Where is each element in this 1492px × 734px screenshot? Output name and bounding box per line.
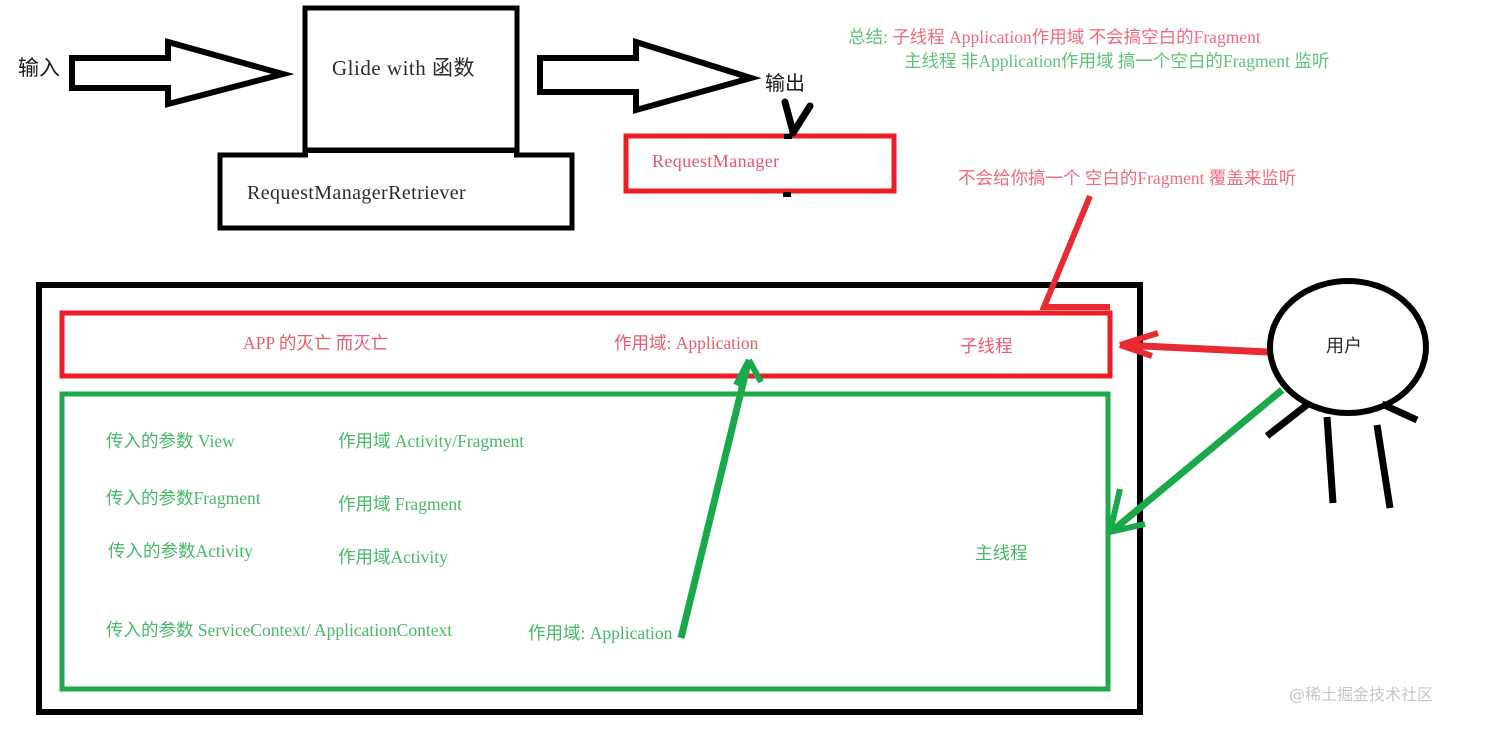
user-label: 用户 bbox=[1326, 336, 1362, 356]
output-block-arrow-icon bbox=[537, 37, 762, 114]
red-note-leader-line bbox=[1039, 194, 1110, 310]
box-seam-mask bbox=[308, 153, 514, 159]
tick-mark-top bbox=[784, 134, 792, 139]
output-label: 输出 bbox=[765, 73, 805, 95]
user-to-main-thread-arrow bbox=[1107, 387, 1285, 535]
application-scope-label: 作用域: Application bbox=[614, 333, 759, 353]
main-thread-label: 主线程 bbox=[975, 543, 1028, 563]
output-down-arrow-icon bbox=[781, 98, 814, 137]
watermark: @稀土掘金技术社区 bbox=[1289, 685, 1434, 704]
application-scope-banner bbox=[59, 310, 1113, 379]
blank-fragment-note: 不会给你搞一个 空白的Fragment 覆盖来监听 bbox=[958, 168, 1297, 188]
request-manager-label: RequestManager bbox=[652, 151, 780, 171]
user-to-application-arrow bbox=[1119, 330, 1269, 359]
green-row-3-scope: 作用域: Application bbox=[528, 623, 673, 643]
summary-line-1: 总结: 子线程 Application作用域 不会搞空白的Fragment bbox=[848, 25, 1329, 49]
tick-mark-bottom bbox=[783, 192, 791, 197]
child-thread-label: 子线程 bbox=[960, 336, 1013, 356]
green-row-0-scope: 作用域 Activity/Fragment bbox=[338, 431, 525, 451]
request-manager-retriever-label: RequestManagerRetriever bbox=[247, 182, 467, 204]
summary-block: 总结: 子线程 Application作用域 不会搞空白的Fragment 主线… bbox=[848, 25, 1329, 73]
input-label: 输入 bbox=[18, 56, 60, 80]
glide-with-box-label: Glide with 函数 bbox=[332, 56, 475, 80]
green-row-2-param: 传入的参数Activity bbox=[108, 541, 253, 561]
green-row-1-param: 传入的参数Fragment bbox=[106, 488, 261, 508]
summary-line-2-text: 主线程 非Application作用域 搞一个空白的Fragment 监听 bbox=[904, 51, 1330, 71]
summary-line-1-text: 子线程 Application作用域 不会搞空白的Fragment bbox=[892, 27, 1261, 47]
summary-head: 总结: bbox=[848, 27, 888, 47]
green-row-3-param: 传入的参数 ServiceContext/ ApplicationContext bbox=[106, 620, 453, 640]
green-row-0-param: 传入的参数 View bbox=[106, 431, 235, 451]
application-scope-link-arrow bbox=[677, 358, 764, 639]
user-limbs bbox=[1264, 400, 1419, 509]
app-lifecycle-label: APP 的灭亡 而灭亡 bbox=[243, 333, 389, 353]
input-block-arrow-icon bbox=[69, 38, 295, 108]
green-row-1-scope: 作用域 Fragment bbox=[338, 494, 462, 514]
green-row-2-scope: 作用域Activity bbox=[338, 547, 448, 567]
summary-line-2: 主线程 非Application作用域 搞一个空白的Fragment 监听 bbox=[848, 49, 1329, 73]
